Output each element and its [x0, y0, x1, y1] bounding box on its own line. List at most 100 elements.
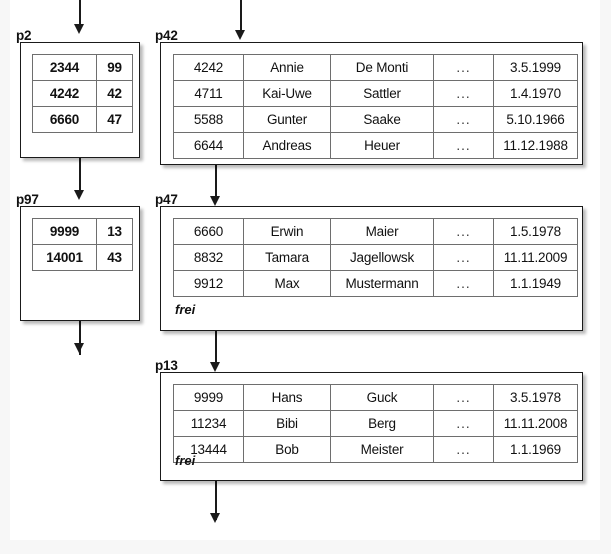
cell-more: ...	[433, 54, 494, 81]
cell-more: ...	[433, 270, 494, 297]
table-row: 4711 Kai-Uwe Sattler ... 1.4.1970	[173, 80, 578, 107]
page-label-p97: p97	[16, 192, 39, 207]
cell-date: 1.1.1969	[493, 436, 578, 463]
table-row: 9912 Max Mustermann ... 1.1.1949	[173, 270, 578, 297]
cell-more: ...	[433, 80, 494, 107]
cell-value: 13	[96, 218, 133, 245]
arrow-p97-out-line	[79, 320, 81, 355]
cell-last: Maier	[330, 218, 434, 245]
cell-value: 42	[96, 80, 133, 107]
arrow-p13-out-line	[215, 480, 217, 520]
cell-last: Sattler	[330, 80, 434, 107]
arrow-p13-out-head	[210, 513, 221, 523]
table-row: 4242 42	[32, 80, 133, 107]
table-row: 6660 47	[32, 106, 133, 133]
cell-last: Meister	[330, 436, 434, 463]
table-row: 14001 43	[32, 244, 133, 271]
page-box-p13: 9999 Hans Guck ... 3.5.1978 11234 Bibi B…	[160, 372, 583, 481]
arrow-p2-to-p97-head	[74, 190, 85, 200]
cell-id: 13444	[173, 436, 244, 463]
cell-date: 3.5.1999	[493, 54, 578, 81]
cell-first: Andreas	[243, 132, 331, 159]
table-row: 4242 Annie De Monti ... 3.5.1999	[173, 54, 578, 81]
table-row: 6660 Erwin Maier ... 1.5.1978	[173, 218, 578, 245]
page-box-p97: 9999 13 14001 43	[20, 206, 140, 321]
cell-date: 5.10.1966	[493, 106, 578, 133]
cell-key: 6660	[32, 106, 97, 133]
arrow-p42-to-p47-head	[210, 196, 221, 206]
cell-key: 2344	[32, 54, 97, 81]
arrow-into-p42-line	[240, 0, 242, 32]
cell-last: Guck	[330, 384, 434, 411]
table-row: 6644 Andreas Heuer ... 11.12.1988	[173, 132, 578, 159]
cell-date: 1.4.1970	[493, 80, 578, 107]
page-box-p47: 6660 Erwin Maier ... 1.5.1978 8832 Tamar…	[160, 206, 583, 331]
cell-key: 9999	[32, 218, 97, 245]
page-label-p2: p2	[16, 28, 32, 43]
cell-more: ...	[433, 218, 494, 245]
table-row: 2344 99	[32, 54, 133, 81]
arrow-p97-out-head	[74, 343, 85, 353]
cell-date: 3.5.1978	[493, 384, 578, 411]
table-row: 5588 Gunter Saake ... 5.10.1966	[173, 106, 578, 133]
cell-first: Gunter	[243, 106, 331, 133]
page-label-p47: p47	[155, 192, 178, 207]
arrow-into-p2-line	[79, 0, 81, 26]
cell-more: ...	[433, 244, 494, 271]
arrow-into-p2-head	[74, 24, 85, 34]
cell-first: Kai-Uwe	[243, 80, 331, 107]
cell-id: 5588	[173, 106, 244, 133]
page-box-p2: 2344 99 4242 42 6660 47	[20, 42, 140, 158]
cell-date: 11.11.2008	[493, 410, 578, 437]
cell-id: 4711	[173, 80, 244, 107]
table-row: 8832 Tamara Jagellowsk ... 11.11.2009	[173, 244, 578, 271]
page-box-p42: 4242 Annie De Monti ... 3.5.1999 4711 Ka…	[160, 42, 583, 165]
cell-key: 14001	[32, 244, 97, 271]
table-row: 9999 Hans Guck ... 3.5.1978	[173, 384, 578, 411]
table-row: 13444 Bob Meister ... 1.1.1969	[173, 436, 578, 463]
cell-id: 4242	[173, 54, 244, 81]
cell-more: ...	[433, 384, 494, 411]
arrow-p42-to-p47-line	[215, 164, 217, 200]
free-space-label-p47: frei	[175, 302, 196, 317]
page-label-p42: p42	[155, 28, 178, 43]
cell-id: 9912	[173, 270, 244, 297]
free-space-label-p13: frei	[175, 453, 196, 468]
cell-date: 1.5.1978	[493, 218, 578, 245]
cell-last: Berg	[330, 410, 434, 437]
cell-date: 1.1.1949	[493, 270, 578, 297]
cell-more: ...	[433, 106, 494, 133]
cell-date: 11.11.2009	[493, 244, 578, 271]
record-table-p47: 6660 Erwin Maier ... 1.5.1978 8832 Tamar…	[173, 218, 578, 297]
cell-id: 6644	[173, 132, 244, 159]
arrow-p2-to-p97-line	[79, 157, 81, 195]
cell-first: Bibi	[243, 410, 331, 437]
cell-more: ...	[433, 132, 494, 159]
cell-last: Saake	[330, 106, 434, 133]
table-row: 9999 13	[32, 218, 133, 245]
cell-last: Mustermann	[330, 270, 434, 297]
cell-id: 8832	[173, 244, 244, 271]
cell-first: Max	[243, 270, 331, 297]
cell-value: 99	[96, 54, 133, 81]
record-table-p13: 9999 Hans Guck ... 3.5.1978 11234 Bibi B…	[173, 384, 578, 463]
page-label-p13: p13	[155, 358, 178, 373]
cell-more: ...	[433, 436, 494, 463]
cell-id: 11234	[173, 410, 244, 437]
cell-key: 4242	[32, 80, 97, 107]
record-table-p42: 4242 Annie De Monti ... 3.5.1999 4711 Ka…	[173, 54, 578, 159]
arrow-p47-to-p13-head	[210, 362, 221, 372]
cell-value: 43	[96, 244, 133, 271]
cell-last: Heuer	[330, 132, 434, 159]
arrow-into-p42-head	[235, 30, 246, 40]
cell-value: 47	[96, 106, 133, 133]
record-table-p2: 2344 99 4242 42 6660 47	[32, 54, 133, 133]
cell-id: 6660	[173, 218, 244, 245]
table-row: 11234 Bibi Berg ... 11.11.2008	[173, 410, 578, 437]
cell-id: 9999	[173, 384, 244, 411]
cell-first: Annie	[243, 54, 331, 81]
cell-more: ...	[433, 410, 494, 437]
cell-last: Jagellowsk	[330, 244, 434, 271]
cell-last: De Monti	[330, 54, 434, 81]
